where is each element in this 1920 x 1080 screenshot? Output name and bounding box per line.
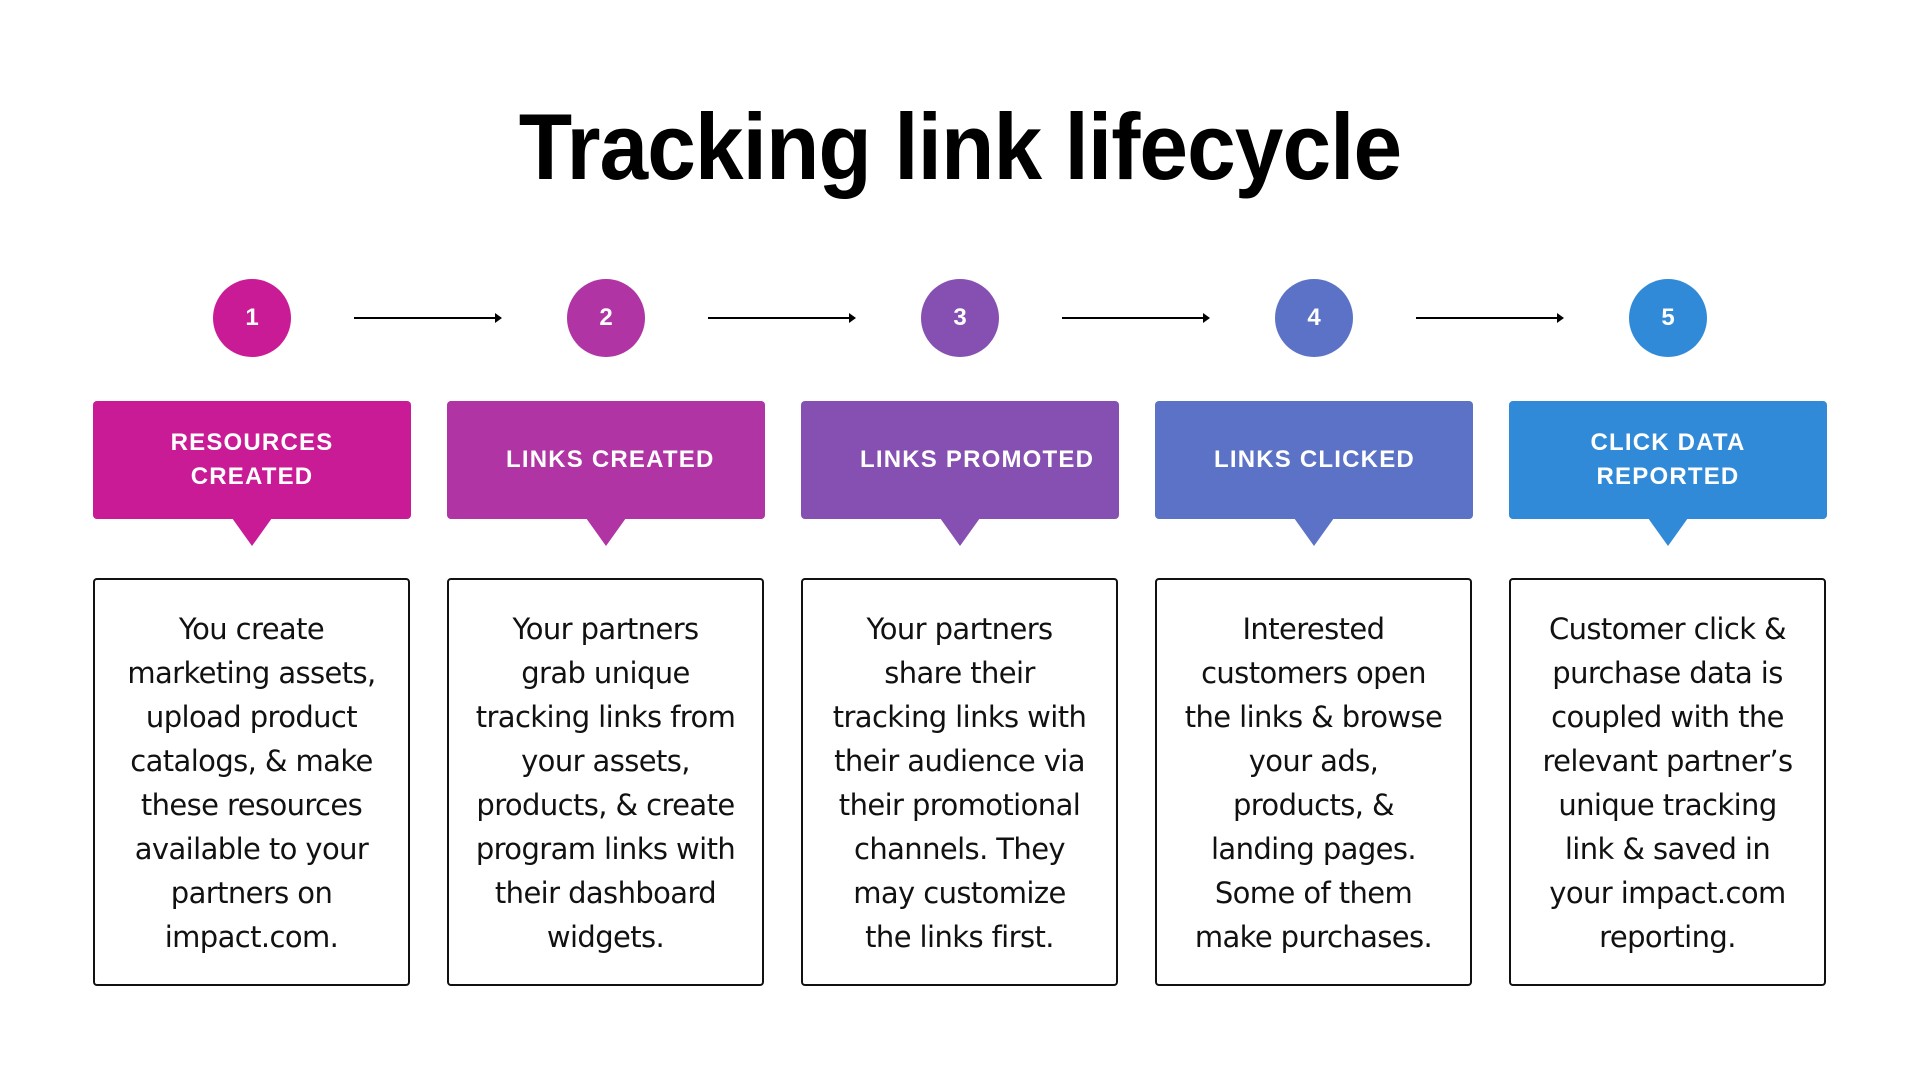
stage-description-line: grab unique <box>521 656 690 690</box>
stage-description-line: Your partners <box>512 612 699 646</box>
stage-description-line: their dashboard <box>494 876 717 910</box>
stage-header-line: LINKS CREATED <box>506 446 715 473</box>
stage-description-box: Customer click & purchase data is coupled … <box>1509 578 1826 986</box>
stage-description: Interested customers open the links & brow… <box>1169 607 1459 984</box>
stage-description: Your partners grab unique tracking links f… <box>461 607 751 984</box>
stage-description-box: Interested customers open the links & brow… <box>1155 578 1472 986</box>
stage-description-line: share their <box>884 656 1035 690</box>
stage-description-line: marketing assets, <box>127 656 376 690</box>
stage-description-line: coupled with the <box>1551 700 1784 734</box>
step-number-badge: 5 <box>1629 279 1707 357</box>
stage-description-line: their promotional <box>838 788 1081 822</box>
stage-header-line: CREATED <box>190 463 314 490</box>
stage-header: CLICK DATA REPORTED <box>1509 401 1827 519</box>
stage-description-line: program links with <box>475 832 736 866</box>
stage-description-line: upload product <box>145 700 358 734</box>
stage-description-line: Some of them <box>1214 876 1413 910</box>
stage-header-label: LINKS CREATED <box>506 443 715 477</box>
stage-description-line: the links & browse <box>1184 700 1443 734</box>
right-arrow-icon <box>354 313 502 323</box>
stage-header-label: RESOURCES CREATED <box>152 426 352 494</box>
step-number-badge: 4 <box>1275 279 1353 357</box>
step-number-badge: 2 <box>567 279 645 357</box>
stage-description-line: link & saved in <box>1564 832 1771 866</box>
stage-description-line: You create <box>178 612 325 646</box>
stage-description-line: Interested <box>1242 612 1385 646</box>
stage-description-line: your assets, <box>521 744 690 778</box>
stage-description-line: tracking links with <box>832 700 1087 734</box>
stage-description-line: Your partners <box>866 612 1053 646</box>
stage-header-label: CLICK DATA REPORTED <box>1568 426 1768 494</box>
stage-description-line: products, & <box>1232 788 1395 822</box>
stage-header-label: LINKS CLICKED <box>1214 443 1414 477</box>
stage-description-line: impact.com. <box>164 920 339 954</box>
stage-description: Customer click & purchase data is coupled … <box>1523 607 1813 984</box>
stage-header: RESOURCES CREATED <box>93 401 411 519</box>
stage-header-line: CLICK DATA <box>1590 429 1746 456</box>
stage-description-box: Your partners share their tracking links w… <box>801 578 1118 986</box>
stage-description-line: your ads, <box>1248 744 1379 778</box>
stage-description-line: catalogs, & make <box>130 744 373 778</box>
right-arrow-icon <box>708 313 856 323</box>
right-arrow-icon <box>1062 313 1210 323</box>
callout-pointer-icon <box>1648 518 1688 546</box>
callout-pointer-icon <box>1294 518 1334 546</box>
callout-pointer-icon <box>940 518 980 546</box>
stage-header: LINKS PROMOTED <box>801 401 1119 519</box>
stage-header-line: REPORTED <box>1596 463 1740 490</box>
step-number: 1 <box>245 304 259 331</box>
stage-header: LINKS CLICKED <box>1155 401 1473 519</box>
stage-description-line: tracking links from <box>475 700 736 734</box>
stage-header-line: LINKS PROMOTED <box>860 446 1095 473</box>
stage-header-label: LINKS PROMOTED <box>860 443 1095 477</box>
stage-header-line: RESOURCES <box>170 429 334 456</box>
stage-header: LINKS CREATED <box>447 401 765 519</box>
stage-description-line: landing pages. <box>1210 832 1417 866</box>
stage-description-line: make purchases. <box>1194 920 1433 954</box>
stage-description-line: available to your <box>134 832 369 866</box>
page-title: Tracking link lifecycle <box>518 94 1402 199</box>
step-number: 4 <box>1307 304 1321 331</box>
stage-description-line: purchase data is <box>1552 656 1783 690</box>
step-number: 3 <box>953 304 967 331</box>
step-number-badge: 1 <box>213 279 291 357</box>
stage-description-line: Customer click & <box>1548 612 1787 646</box>
step-number: 2 <box>599 304 613 331</box>
stage-description-line: channels. They <box>854 832 1066 866</box>
step-number: 5 <box>1661 304 1675 331</box>
stage-description-line: the links first. <box>865 920 1054 954</box>
right-arrow-icon <box>1416 313 1564 323</box>
stage-description-line: unique tracking <box>1558 788 1777 822</box>
stage-description: You create marketing assets, upload produc… <box>107 607 397 984</box>
callout-pointer-icon <box>232 518 272 546</box>
stage-header-line: LINKS CLICKED <box>1214 446 1415 473</box>
stage-description: Your partners share their tracking links w… <box>815 607 1105 984</box>
stage-description-line: products, & create <box>476 788 735 822</box>
stage-description-line: your impact.com <box>1549 876 1786 910</box>
stage-description-line: customers open <box>1201 656 1426 690</box>
stage-description-line: their audience via <box>834 744 1085 778</box>
stage-description-line: may customize <box>853 876 1066 910</box>
stage-description-line: widgets. <box>546 920 665 954</box>
stage-description-box: You create marketing assets, upload produc… <box>93 578 410 986</box>
step-number-badge: 3 <box>921 279 999 357</box>
stage-description-line: these resources <box>140 788 363 822</box>
stage-description-line: partners on <box>170 876 333 910</box>
stage-description-line: relevant partner’s <box>1542 744 1793 778</box>
stage-description-line: reporting. <box>1599 920 1736 954</box>
stage-description-box: Your partners grab unique tracking links f… <box>447 578 764 986</box>
callout-pointer-icon <box>586 518 626 546</box>
